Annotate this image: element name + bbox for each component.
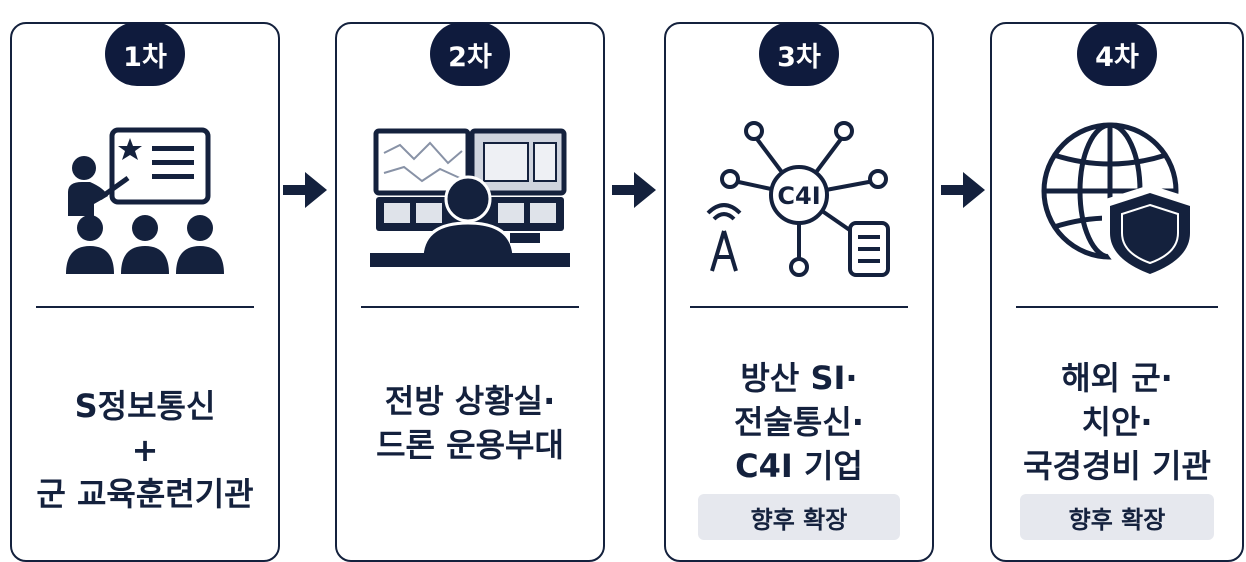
globe-shield-icon <box>1041 122 1198 283</box>
stage-2-divider <box>361 306 579 308</box>
c4i-node-label: C4I <box>777 182 820 210</box>
stage-1-card: 1차 S정보통신 + 군 교육훈련기관 <box>10 0 280 562</box>
arrow-right-icon <box>612 172 656 208</box>
stage-4-text: 해외 군· 치안· 국경경비 기관 <box>1000 356 1234 488</box>
c4i-network-icon: C4I <box>706 121 890 277</box>
stage-1-line-1: S정보통신 <box>74 387 216 425</box>
stage-3-line-1: 방산 SI· <box>740 359 858 397</box>
stage-3-divider <box>690 306 908 308</box>
stage-3-line-2: 전술통신· <box>734 403 864 441</box>
future-expansion-tag: 향후 확장 <box>1020 494 1214 540</box>
stage-4-divider <box>1016 306 1218 308</box>
stage-3-line-3: C4I 기업 <box>735 447 863 485</box>
stage-1-text: S정보통신 + 군 교육훈련기관 <box>20 384 270 516</box>
future-expansion-tag: 향후 확장 <box>698 494 900 540</box>
control-room-operator-icon <box>370 128 570 267</box>
stage-3-badge: 3차 <box>751 0 847 86</box>
stage-2-text: 전방 상황실· 드론 운용부대 <box>345 379 595 467</box>
stage-3-card: 3차 <box>664 0 934 562</box>
stage-1-divider <box>36 306 254 308</box>
stage-2-card: 2차 전방 상황실· 드론 운용부대 <box>335 0 605 562</box>
stage-4-line-2: 치안· <box>1081 403 1153 441</box>
stage-2-line-2: 드론 운용부대 <box>376 426 564 464</box>
stage-4-card: 4차 해외 군· 치안· 국경경비 기관 향후 확장 <box>990 0 1244 562</box>
stage-1-badge: 1차 <box>97 0 193 86</box>
stage-1-line-3: 군 교육훈련기관 <box>36 475 254 513</box>
arrow-right-icon <box>283 172 327 208</box>
classroom-training-icon <box>66 127 224 274</box>
stage-3-text: 방산 SI· 전술통신· C4I 기업 <box>674 356 924 488</box>
stage-4-line-3: 국경경비 기관 <box>1023 447 1211 485</box>
stage-4-badge: 4차 <box>1069 0 1165 86</box>
arrow-right-icon <box>941 172 985 208</box>
stage-1-line-2: + <box>131 431 159 469</box>
stage-2-line-1: 전방 상황실· <box>384 382 556 420</box>
stage-2-badge: 2차 <box>422 0 518 86</box>
stage-4-line-1: 해외 군· <box>1061 359 1173 397</box>
